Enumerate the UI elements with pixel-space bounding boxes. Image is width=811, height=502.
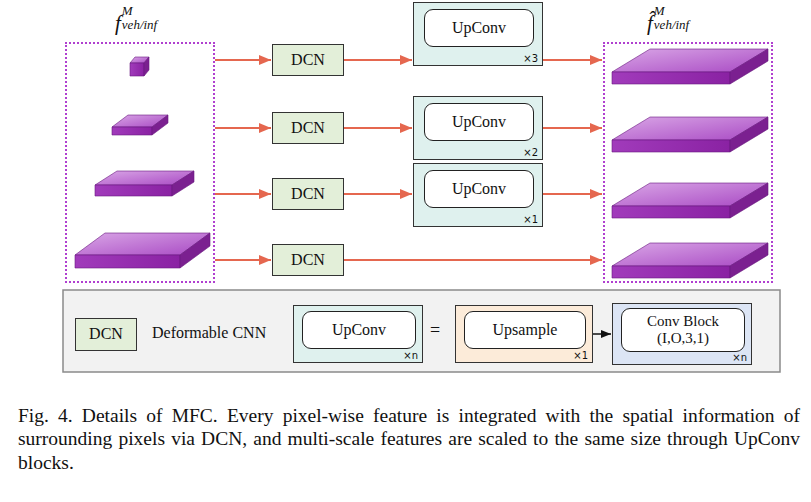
repeat-count: ×n: [732, 352, 747, 363]
flow-arrow: [344, 193, 412, 195]
convblock-group: ×nConv Block(I,O,3,1): [612, 303, 752, 365]
symbol-main: f: [115, 11, 121, 36]
flow-arrow: [543, 59, 602, 61]
upsample-box: Upsample: [464, 311, 586, 349]
box-label: UpConv: [452, 19, 506, 37]
flow-arrow: [543, 193, 602, 195]
box-label: UpConv: [452, 113, 506, 131]
box-label: DCN: [291, 51, 325, 69]
output-features: f̂Mveh/inf: [603, 42, 773, 283]
flow-arrow: [344, 127, 412, 129]
flow-arrow: [215, 193, 271, 195]
flow-arrow: [215, 59, 271, 61]
flow-arrow: [543, 127, 602, 129]
repeat-count: ×n: [403, 350, 418, 361]
script-stack: Mveh/inf: [654, 4, 689, 32]
flow-arrow: [344, 59, 412, 61]
flow-arrow: [215, 259, 271, 261]
upconv-box: UpConv: [424, 170, 534, 208]
box-label: DCN: [291, 251, 325, 269]
superscript: M: [654, 4, 689, 18]
legend-panel: [63, 290, 780, 372]
feature-heading: f̂Mveh/inf: [647, 4, 689, 38]
figure-caption: Fig. 4. Details of MFC. Every pixel-wise…: [18, 404, 800, 474]
box-label: DCN: [291, 185, 325, 203]
symbol-main: f̂: [647, 11, 653, 36]
dcn-box: DCN: [272, 44, 344, 76]
superscript: M: [122, 4, 157, 18]
upconv-box: UpConv: [424, 103, 534, 141]
subscript: veh/inf: [654, 18, 689, 32]
upconv-group: ×2 UpConv: [413, 96, 543, 160]
dcn-box: DCN: [75, 318, 137, 351]
upsample-group: ×1 Upsample: [455, 305, 593, 363]
input-features: fMveh/inf: [65, 42, 215, 283]
upconv-group: ×n UpConv: [293, 305, 423, 363]
upconv-box: UpConv: [302, 311, 416, 349]
repeat-count: ×2: [523, 147, 538, 158]
box-label: UpConv: [332, 321, 386, 339]
equals-sign: =: [430, 320, 440, 341]
feature-maps-output: [612, 49, 768, 278]
box-label: UpConv: [452, 180, 506, 198]
flow-arrow: [593, 333, 611, 335]
dcn-box: DCN: [272, 112, 344, 144]
upconv-group: ×1 UpConv: [413, 163, 543, 227]
legend-description: Deformable CNN: [152, 324, 266, 342]
repeat-count: ×3: [523, 53, 538, 64]
box-label: DCN: [291, 119, 325, 137]
feature-maps-input: [75, 57, 210, 268]
repeat-count: ×1: [523, 214, 538, 225]
box-label: DCN: [89, 325, 123, 343]
subscript: veh/inf: [122, 18, 157, 32]
script-stack: Mveh/inf: [122, 4, 157, 32]
dcn-box: DCN: [272, 244, 344, 276]
repeat-count: ×1: [573, 350, 588, 361]
box-label: Conv Block: [647, 313, 719, 330]
flow-arrow: [344, 259, 602, 261]
box-label: Upsample: [493, 321, 558, 339]
flow-arrow: [215, 127, 271, 129]
dcn-box: DCN: [272, 178, 344, 210]
feature-heading: fMveh/inf: [115, 4, 157, 38]
convblock-box: Conv Block(I,O,3,1): [621, 308, 745, 352]
box-label: (I,O,3,1): [657, 330, 709, 347]
upconv-box: UpConv: [424, 9, 534, 47]
upconv-group: ×3 UpConv: [413, 2, 543, 66]
